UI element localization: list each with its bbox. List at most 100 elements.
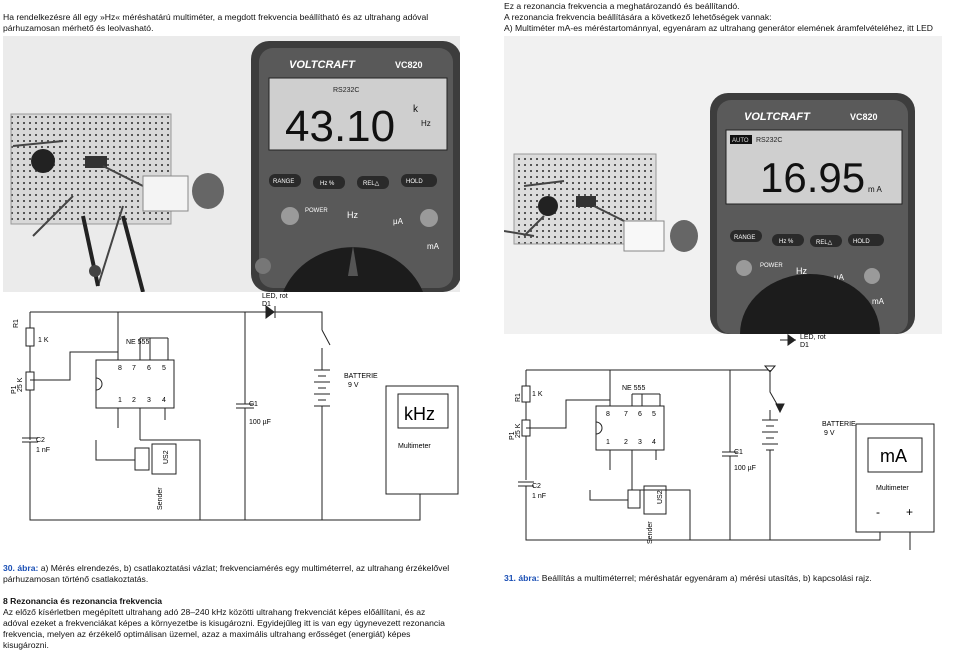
potentiometer: [538, 196, 558, 216]
meter-plus: +: [906, 505, 913, 519]
c2-value: 1 nF: [36, 447, 50, 454]
intro-right-line1: Ez a rezonancia frekvencia a meghatároza…: [504, 1, 740, 11]
lcd-display: [725, 129, 903, 205]
pin-6: 6: [638, 411, 642, 418]
hold-button-label: HOLD: [406, 179, 423, 185]
led-label: LED, rot: [800, 334, 826, 341]
r1-value: 1 K: [532, 391, 543, 398]
hz-percent-button[interactable]: [313, 176, 345, 189]
battery-value: 9 V: [824, 430, 835, 437]
potentiometer: [31, 149, 55, 173]
section-heading: 8 Rezonancia és rezonancia frekvencia: [3, 596, 163, 606]
pin-1: 1: [606, 439, 610, 446]
c2-label: C2: [532, 483, 541, 490]
pin-3: 3: [638, 439, 642, 446]
pin-2: 2: [624, 439, 628, 446]
p1-label: P1: [509, 431, 516, 440]
ma-label: mA: [427, 242, 440, 251]
model-label: VC820: [395, 60, 423, 70]
r1-value: 1 K: [38, 337, 49, 344]
ua-socket: [420, 209, 438, 227]
ne555-label: NE 555: [622, 385, 645, 392]
pin-1: 1: [118, 397, 122, 404]
figure-31-label: 31. ábra:: [504, 573, 540, 583]
c1-label: C1: [734, 449, 743, 456]
pin-3: 3: [147, 397, 151, 404]
p1-label: P1: [11, 385, 18, 394]
c2-value: 1 nF: [532, 493, 546, 500]
display-reading: 16.95: [760, 154, 865, 201]
intro-left-text: Ha rendelkezésre áll egy »Hz« méréshatár…: [3, 12, 429, 33]
schematic-current-measurement: R1 1 K P1 25 K C2 1 nF NE 555 8 7 6 5 1 …: [500, 330, 960, 570]
photo-measurement-current: VOLTCRAFT VC820 AUTO RS232C 16.95 m A RA…: [504, 36, 942, 334]
meter-label: Multimeter: [876, 485, 909, 492]
meter-unit: kHz: [404, 404, 435, 424]
battery-label: BATTERIE: [344, 373, 378, 380]
schematic-frequency-measurement: R1 1 K P1 25 K C2 1 nF NE 555 8 7 6 5 1 …: [0, 290, 470, 560]
pin-7: 7: [624, 411, 628, 418]
figure-31-text: Beállítás a multiméterrel; méréshatár eg…: [539, 573, 872, 583]
range-button-label: RANGE: [273, 179, 294, 185]
unit-ma: m A: [868, 185, 882, 194]
auto-indicator: AUTO: [732, 138, 749, 144]
battery-label: BATTERIE: [822, 421, 856, 428]
meter-label: Multimeter: [398, 443, 431, 450]
ne555-label: NE 555: [126, 339, 149, 346]
hz-percent-button-label: Hz %: [320, 181, 335, 187]
power-label: POWER: [305, 208, 328, 214]
c1-value: 100 µF: [734, 465, 756, 472]
power-label: POWER: [760, 263, 783, 269]
pin-8: 8: [606, 411, 610, 418]
unit-hz: Hz: [421, 119, 431, 128]
ultrasonic-transducer: [670, 220, 698, 252]
p1-value: 25 K: [515, 423, 522, 438]
hz-percent-button[interactable]: [772, 234, 804, 246]
sender-label: Sender: [647, 521, 654, 544]
r1-label: R1: [13, 319, 20, 328]
rel-button[interactable]: [810, 235, 842, 247]
rotary-selector[interactable]: [740, 274, 880, 334]
figure-30-caption: 30. ábra: a) Mérés elrendezés, b) csatla…: [3, 563, 453, 585]
hz-percent-button-label: Hz %: [779, 239, 794, 245]
pin-6: 6: [147, 365, 151, 372]
section-resonance: 8 Rezonancia és rezonancia frekvencia Az…: [3, 596, 448, 651]
hz-label: Hz: [347, 210, 358, 220]
figure-31-caption: 31. ábra: Beállítás a multiméterrel; mér…: [504, 573, 954, 584]
battery-value: 9 V: [348, 382, 359, 389]
r1-label: R1: [515, 393, 522, 402]
led-label: LED, rot: [262, 293, 288, 300]
pin-4: 4: [652, 439, 656, 446]
figure-30-text: a) Mérés elrendezés, b) csatlakoztatási …: [3, 563, 450, 584]
rs232-label: RS232C: [756, 137, 782, 144]
power-button[interactable]: [736, 260, 752, 276]
photo-measurement-frequency: VOLTCRAFT VC820 RS232C 43.10 k Hz RANGE …: [3, 36, 460, 292]
display-reading: 43.10: [285, 102, 395, 151]
intro-right-line2: A rezonancia frekvencia beállítására a k…: [504, 12, 772, 22]
pin-4: 4: [162, 397, 166, 404]
hold-button[interactable]: [848, 234, 884, 246]
hold-button[interactable]: [401, 174, 437, 187]
ultrasonic-transducer: [192, 173, 224, 209]
ma-label: mA: [872, 297, 885, 306]
pin-2: 2: [132, 397, 136, 404]
figure-30-label: 30. ábra:: [3, 563, 39, 573]
rel-button-label: REL△: [816, 240, 833, 246]
p1-value: 25 K: [17, 377, 24, 392]
d1-label: D1: [262, 301, 271, 308]
ua-socket: [864, 268, 880, 284]
ua-label: μA: [834, 273, 845, 282]
c1-label: C1: [249, 401, 258, 408]
unit-k: k: [413, 104, 419, 115]
pin-7: 7: [132, 365, 136, 372]
sender-label: Sender: [157, 487, 164, 510]
range-button[interactable]: [730, 230, 762, 242]
rel-button-label: REL△: [363, 181, 380, 187]
pin-8: 8: [118, 365, 122, 372]
pin-5: 5: [162, 365, 166, 372]
power-button[interactable]: [281, 207, 299, 225]
rel-button[interactable]: [357, 176, 389, 189]
model-label: VC820: [850, 112, 878, 122]
range-button-label: RANGE: [734, 235, 755, 241]
range-button[interactable]: [269, 174, 301, 187]
rs232-label: RS232C: [333, 87, 359, 94]
